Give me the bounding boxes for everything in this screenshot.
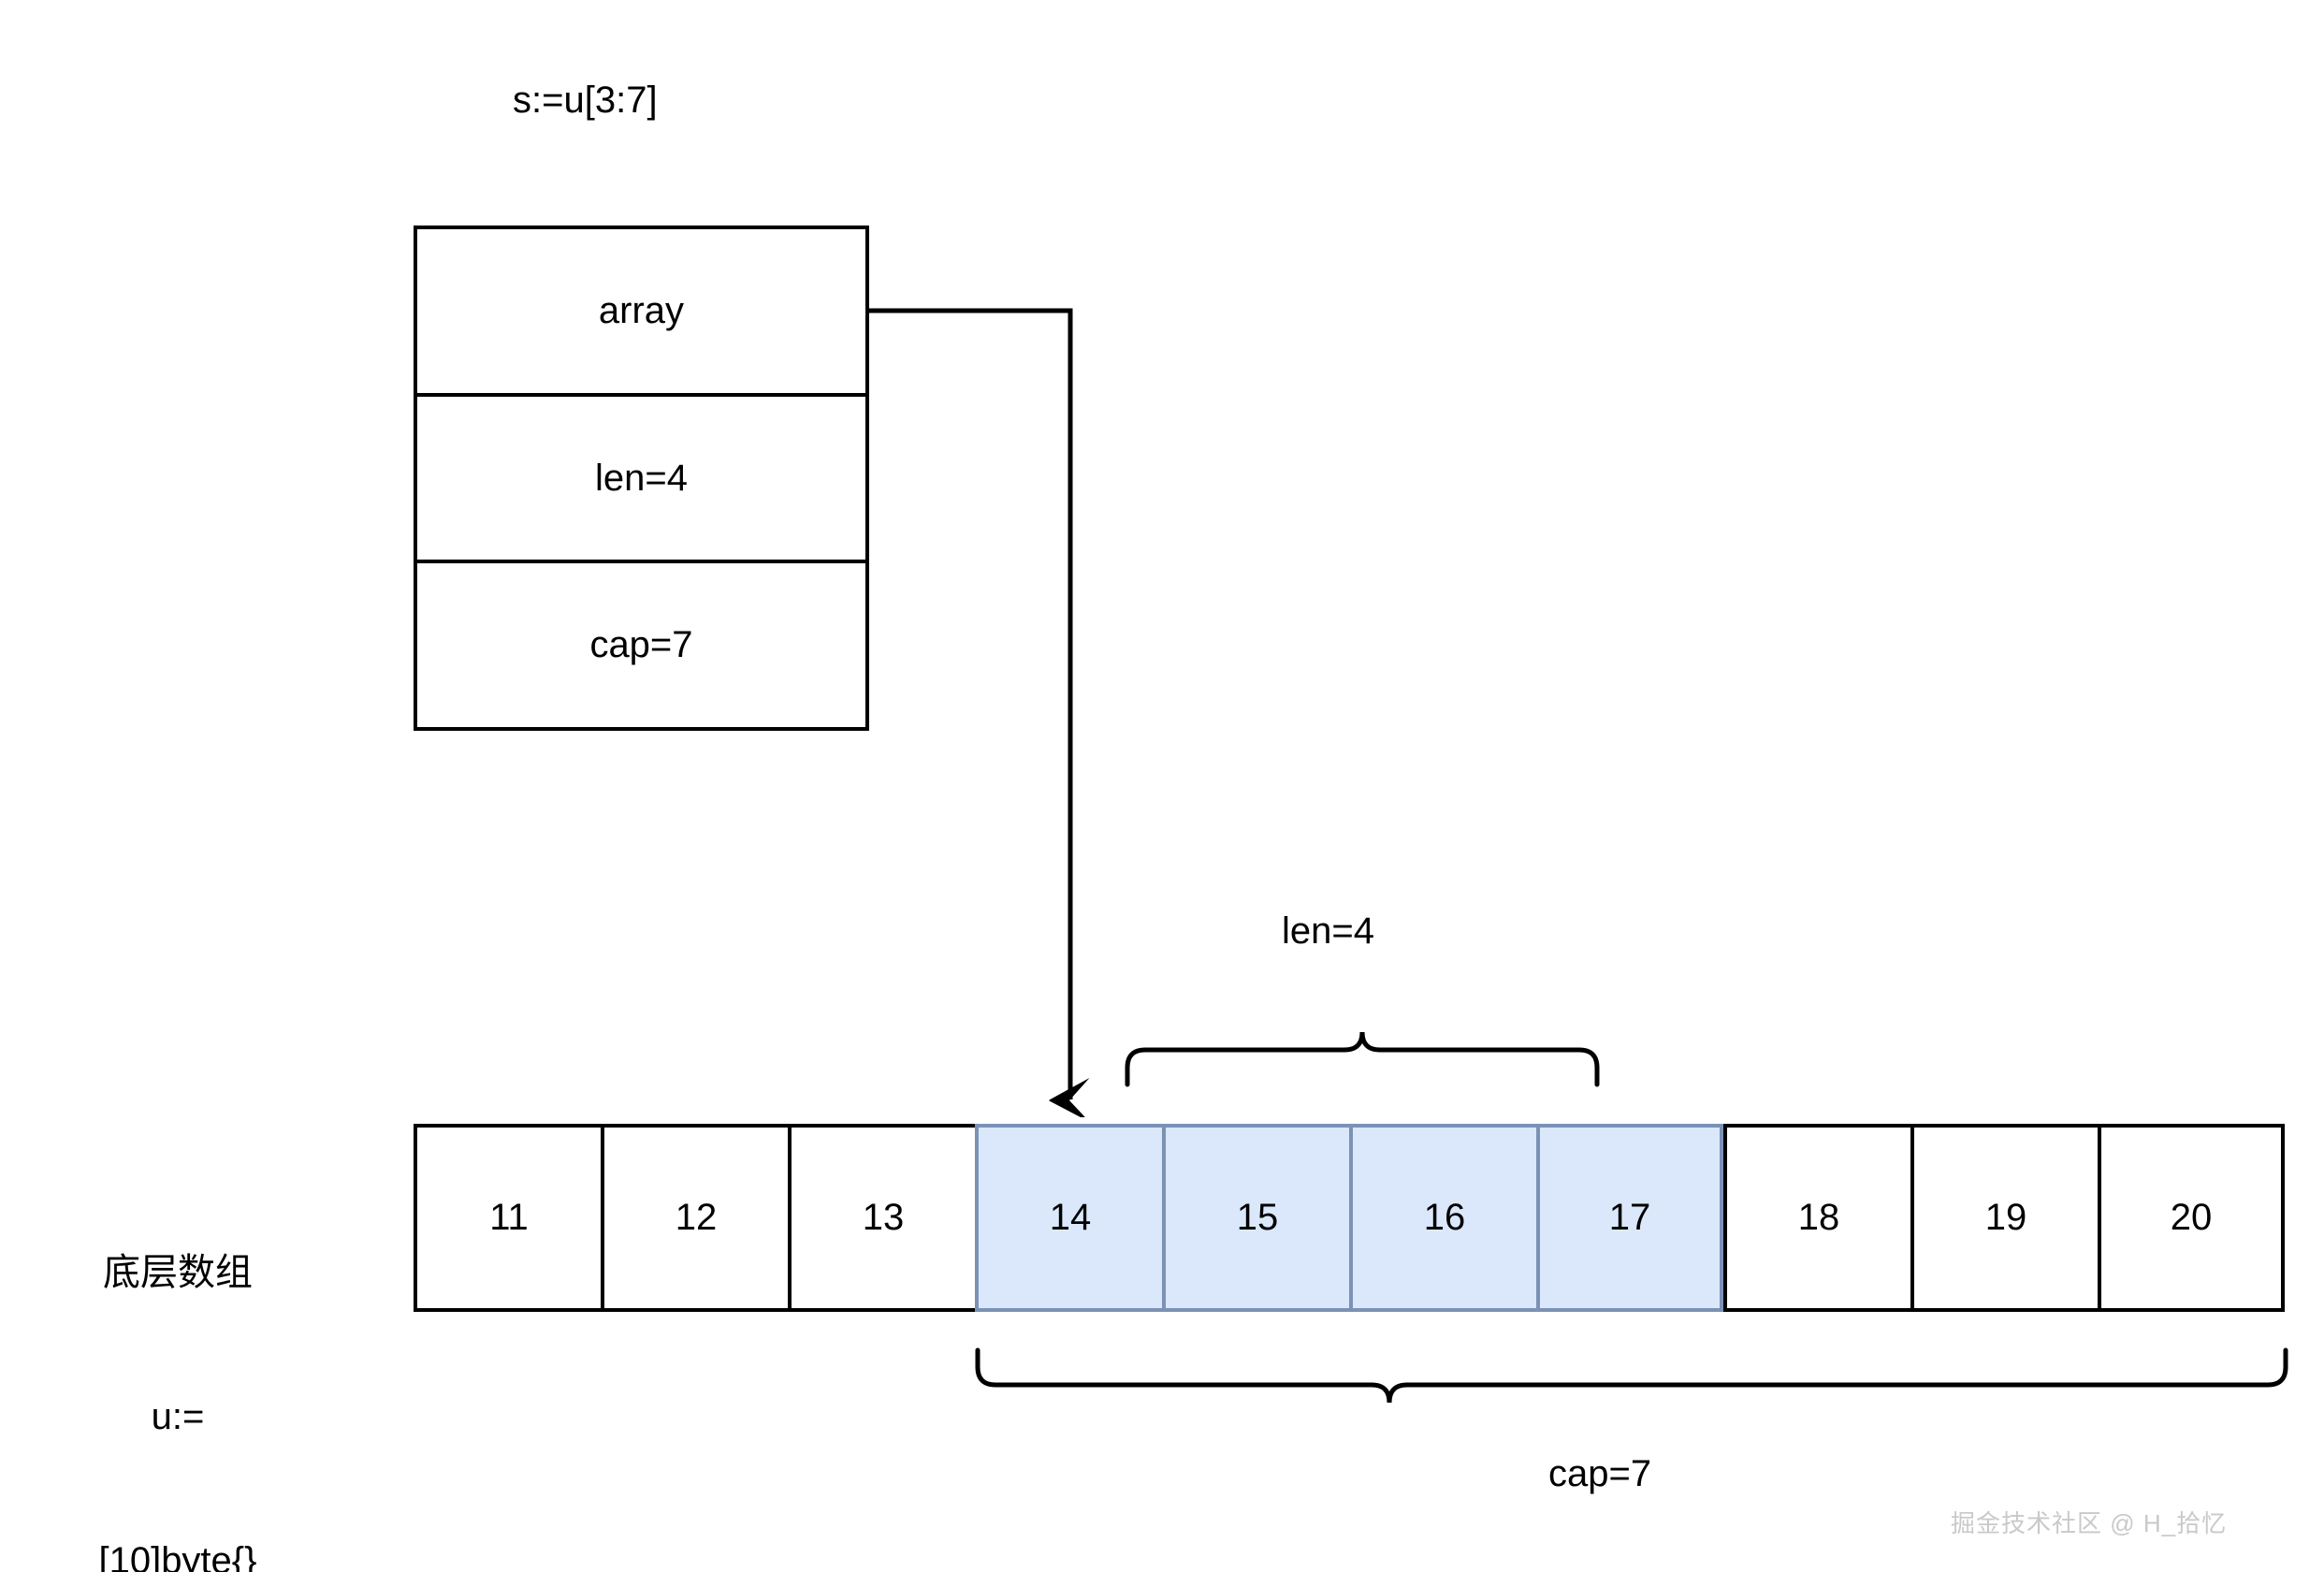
array-cell-value: 18 [1797,1197,1840,1238]
watermark: 掘金技术社区 @ H_拾忆 [1951,1509,2228,1537]
array-cell-value: 15 [1236,1197,1279,1238]
len-brace-label: len=4 [1282,910,1374,952]
title-expression: s:=u[3:7] [513,80,658,121]
len-brace [1125,1031,1600,1087]
array-cell: 19 [1910,1124,2098,1312]
array-cell: 12 [601,1124,788,1312]
array-cell-value: 19 [1984,1197,2027,1238]
array-cell-selected: 15 [1162,1124,1349,1312]
slice-header-field-cap-label: cap=7 [589,624,693,666]
array-caption-line-1: 底层数组 [103,1252,253,1294]
array-cell-value: 20 [2170,1197,2213,1238]
array-cell-value: 16 [1423,1197,1466,1238]
array-caption-line-3: [10]byte{} [98,1539,257,1572]
array-cell: 18 [1723,1124,1910,1312]
cap-brace [975,1347,2288,1404]
array-cell-value: 13 [862,1197,905,1238]
cap-brace-label: cap=7 [1548,1453,1652,1494]
slice-header-box: array len=4 cap=7 [414,226,869,731]
array-pointer-connector [869,308,1070,1099]
array-cell-selected: 16 [1349,1124,1536,1312]
underlying-array-caption: 底层数组 u:= [10]byte{} [56,1154,299,1572]
slice-header-field-cap: cap=7 [417,560,865,727]
underlying-array-row: 11 12 13 14 15 16 17 18 19 20 [414,1124,2285,1312]
slice-header-field-len-label: len=4 [595,457,688,499]
array-caption-line-2: u:= [151,1395,205,1437]
array-cell: 11 [414,1124,601,1312]
array-cell-value: 17 [1608,1197,1651,1238]
array-cell: 20 [2098,1124,2285,1312]
array-cell-selected: 14 [975,1124,1162,1312]
array-cell-value: 14 [1049,1197,1092,1238]
slice-header-field-array-label: array [598,289,685,331]
array-cell-value: 12 [675,1197,718,1238]
array-cell-value: 11 [489,1197,529,1238]
array-cell-selected: 17 [1536,1124,1723,1312]
slice-header-field-len: len=4 [417,392,865,560]
array-cell: 13 [788,1124,975,1312]
slice-header-field-array: array [417,229,865,393]
